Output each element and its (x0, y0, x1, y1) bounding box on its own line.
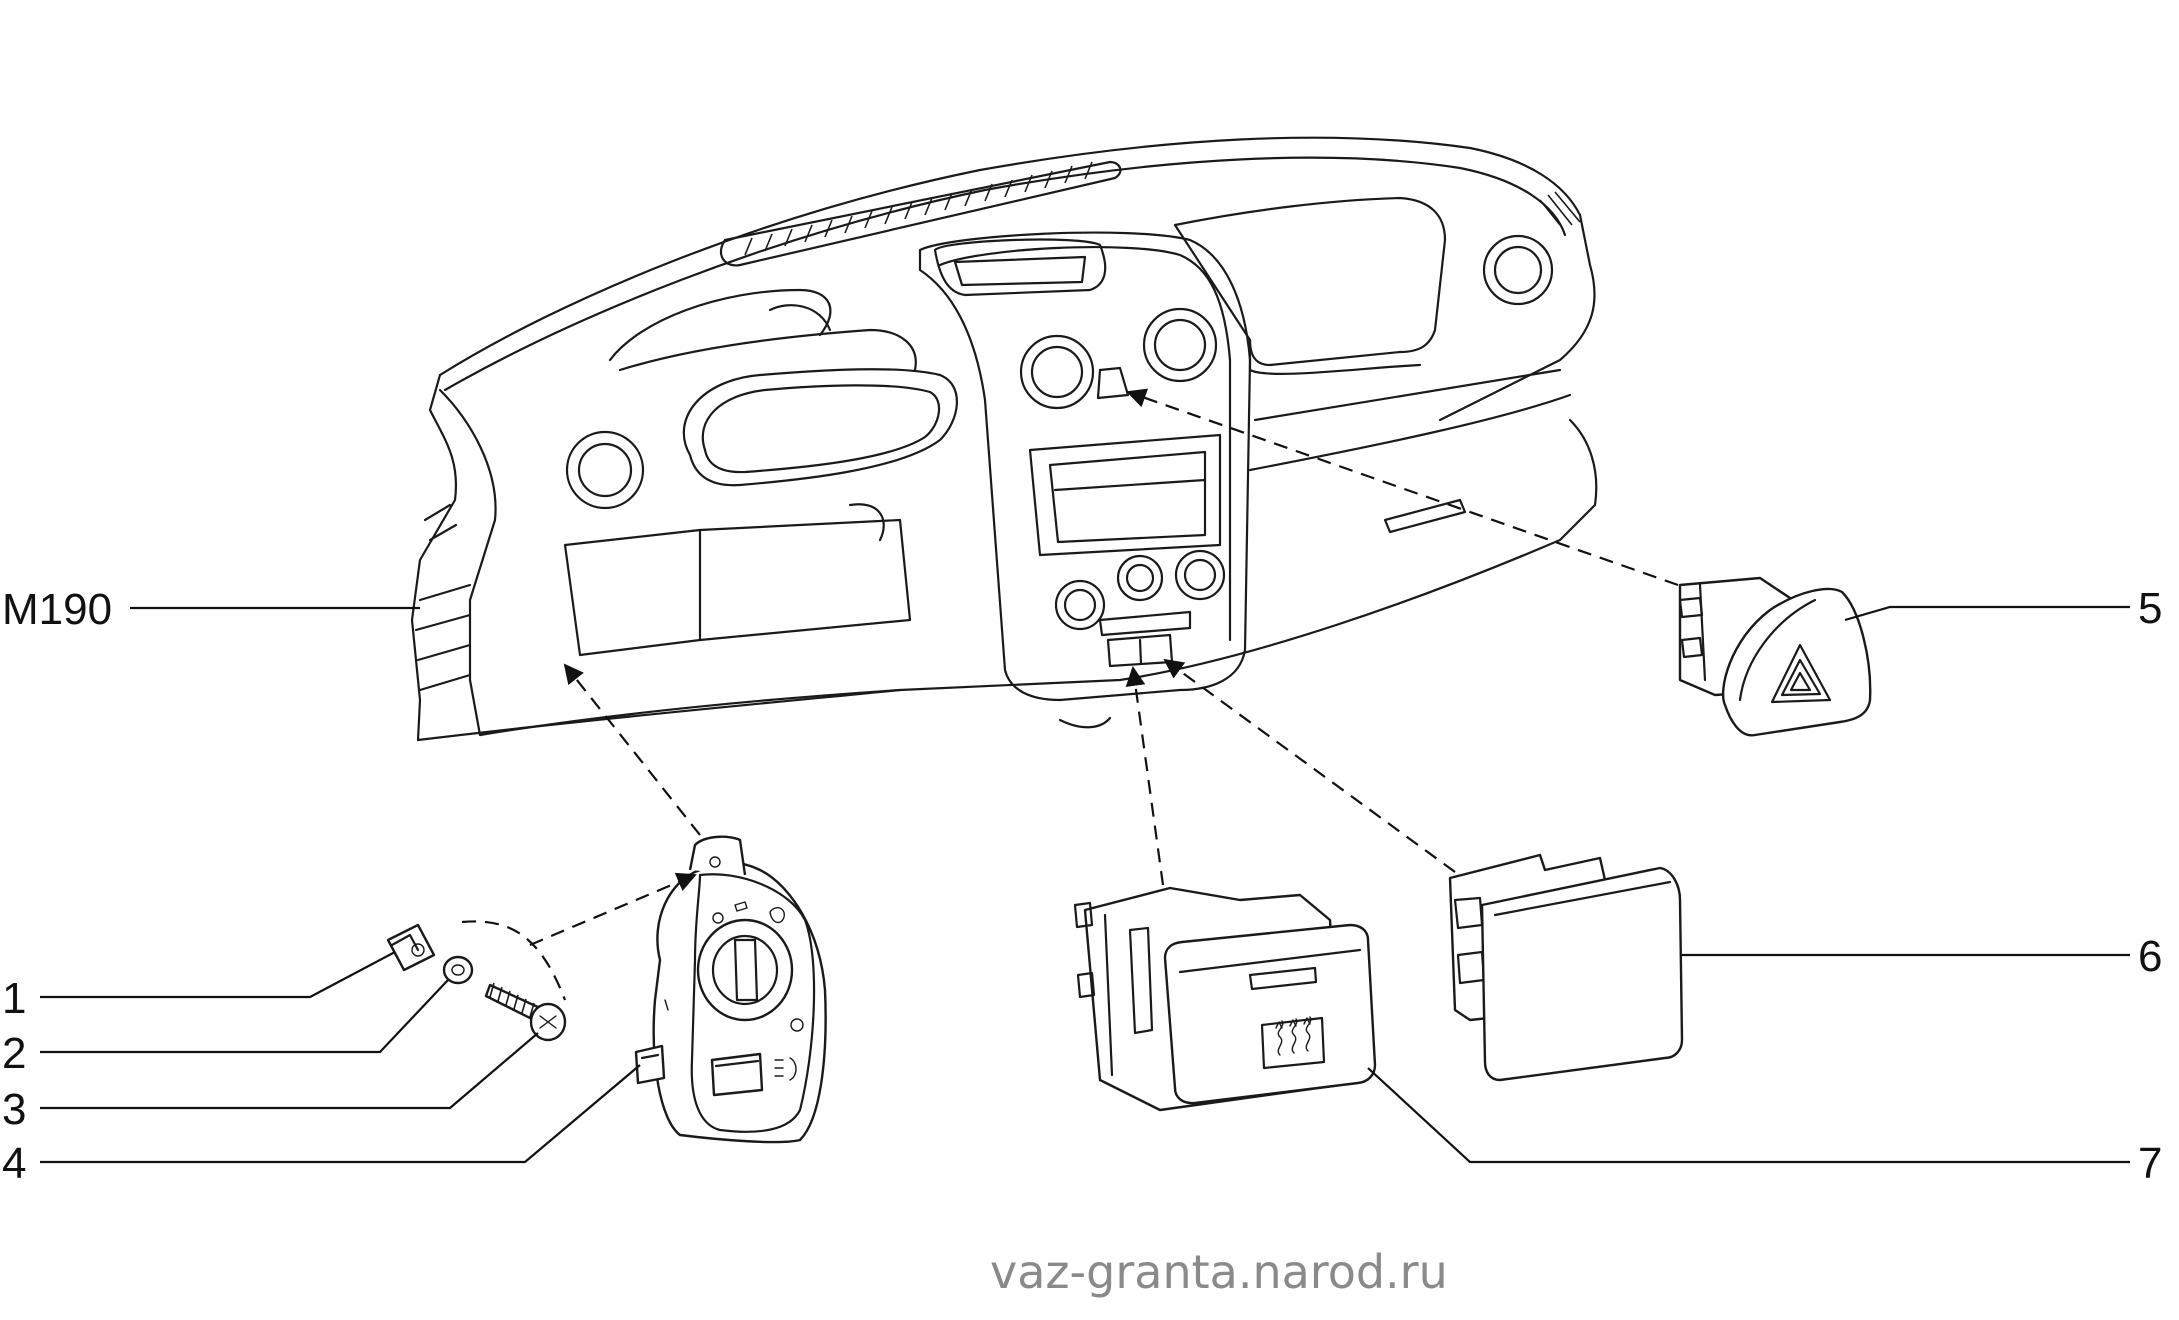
callout-labels: M190 1 2 3 4 5 6 7 (2, 584, 2162, 1188)
part-3-screw (484, 982, 567, 1042)
callout-2: 2 (2, 1029, 26, 1078)
callout-7: 7 (2138, 1139, 2162, 1188)
callout-5: 5 (2138, 584, 2162, 633)
assembly-lines (461, 388, 1679, 1001)
callout-4: 4 (2, 1139, 26, 1188)
callout-m190: M190 (2, 585, 112, 634)
site-watermark: vaz-granta.narod.ru (990, 1245, 1448, 1299)
part-5-hazard-switch (1678, 576, 1872, 737)
callout-3: 3 (2, 1085, 26, 1134)
callout-6: 6 (2138, 932, 2162, 981)
part-4-light-switch-module (634, 835, 827, 1144)
dashboard-panel (410, 136, 1598, 742)
leader-lines (40, 605, 2130, 1164)
callout-1: 1 (2, 974, 26, 1023)
part-2-washer (442, 955, 474, 985)
part-6-blank-plug (1448, 853, 1684, 1082)
part-1-clip-nut (386, 923, 436, 972)
part-7-rear-defrost-switch (1073, 886, 1377, 1112)
